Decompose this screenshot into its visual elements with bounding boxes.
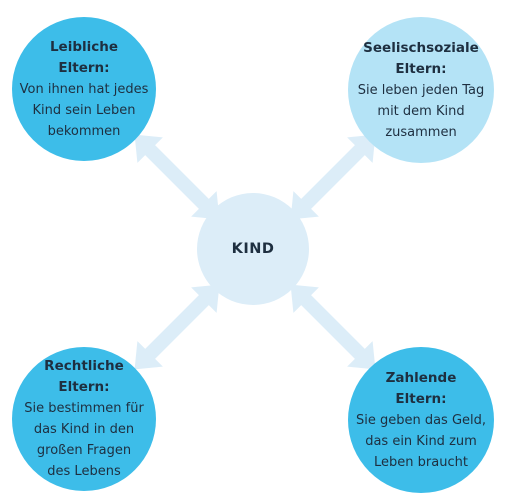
node-title: Eltern:	[395, 60, 447, 77]
node-text: bekommen	[47, 123, 121, 139]
node-text: Sie leben jeden Tag	[357, 82, 485, 98]
node-rechtliche-eltern: Rechtliche Eltern: Sie bestimmen für das…	[12, 347, 156, 491]
node-title: Eltern:	[58, 59, 110, 76]
node-text: Sie bestimmen für	[24, 401, 144, 416]
node-text: das Kind in den	[33, 422, 135, 437]
node-text: großen Fragen	[36, 443, 132, 458]
node-text: Kind sein Leben	[32, 102, 136, 118]
node-title: Eltern:	[58, 379, 110, 395]
node-title: Seelischsoziale	[363, 39, 479, 56]
node-seelischsoziale-eltern: Seelischsoziale Eltern: Sie leben jeden …	[348, 17, 494, 163]
node-text: Sie geben das Geld,	[355, 412, 487, 428]
node-kind-center: KIND	[197, 193, 309, 305]
node-leibliche-eltern: Leibliche Eltern: Von ihnen hat jedes Ki…	[12, 17, 156, 161]
node-text: das ein Kind zum	[365, 433, 477, 449]
center-label: KIND	[231, 240, 275, 257]
node-text: mit dem Kind	[377, 103, 465, 119]
node-text: zusammen	[385, 124, 457, 140]
node-title: Leibliche	[49, 38, 119, 55]
node-text: Von ihnen hat jedes	[19, 81, 149, 97]
node-zahlende-eltern: Zahlende Eltern: Sie geben das Geld, das…	[348, 347, 494, 493]
node-text: des Lebens	[47, 464, 121, 479]
node-title: Eltern:	[395, 390, 447, 407]
node-title: Rechtliche	[44, 358, 124, 374]
node-text: Leben braucht	[374, 454, 468, 470]
node-title: Zahlende	[385, 369, 457, 386]
